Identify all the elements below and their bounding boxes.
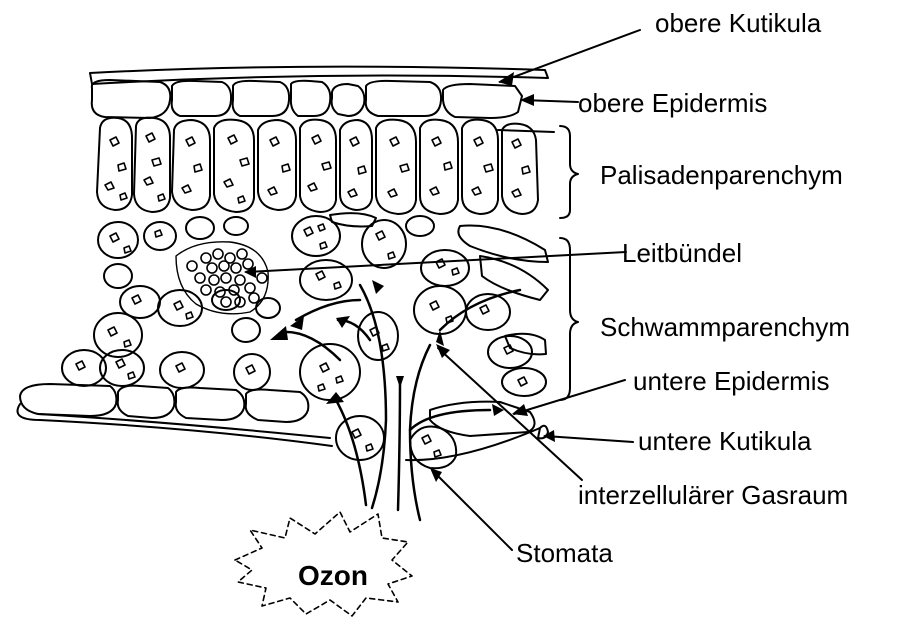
label-palisade-parenchyma: Palisadenparenchym bbox=[600, 162, 843, 188]
lower-epidermis-cells bbox=[18, 384, 549, 446]
label-air-space: interzellulärer Gasraum bbox=[578, 482, 848, 508]
label-upper-epidermis: obere Epidermis bbox=[578, 90, 767, 116]
spongy-brace bbox=[560, 238, 578, 400]
spongy-cells bbox=[62, 213, 548, 400]
palisade-chloroplasts bbox=[105, 133, 530, 203]
label-upper-cuticle: obere Kutikula bbox=[655, 10, 821, 36]
label-spongy-parenchyma: Schwammparenchym bbox=[600, 314, 850, 340]
label-lower-cuticle: untere Kutikula bbox=[638, 428, 811, 454]
vascular-bundle bbox=[176, 242, 268, 314]
palisade-brace bbox=[560, 126, 578, 218]
label-lower-epidermis: untere Epidermis bbox=[633, 368, 830, 394]
upper-epidermis-cells bbox=[92, 80, 522, 118]
label-vascular-bundle: Leitbündel bbox=[622, 240, 742, 266]
label-stomata: Stomata bbox=[516, 540, 613, 566]
ozone-label: Ozon bbox=[298, 562, 368, 590]
